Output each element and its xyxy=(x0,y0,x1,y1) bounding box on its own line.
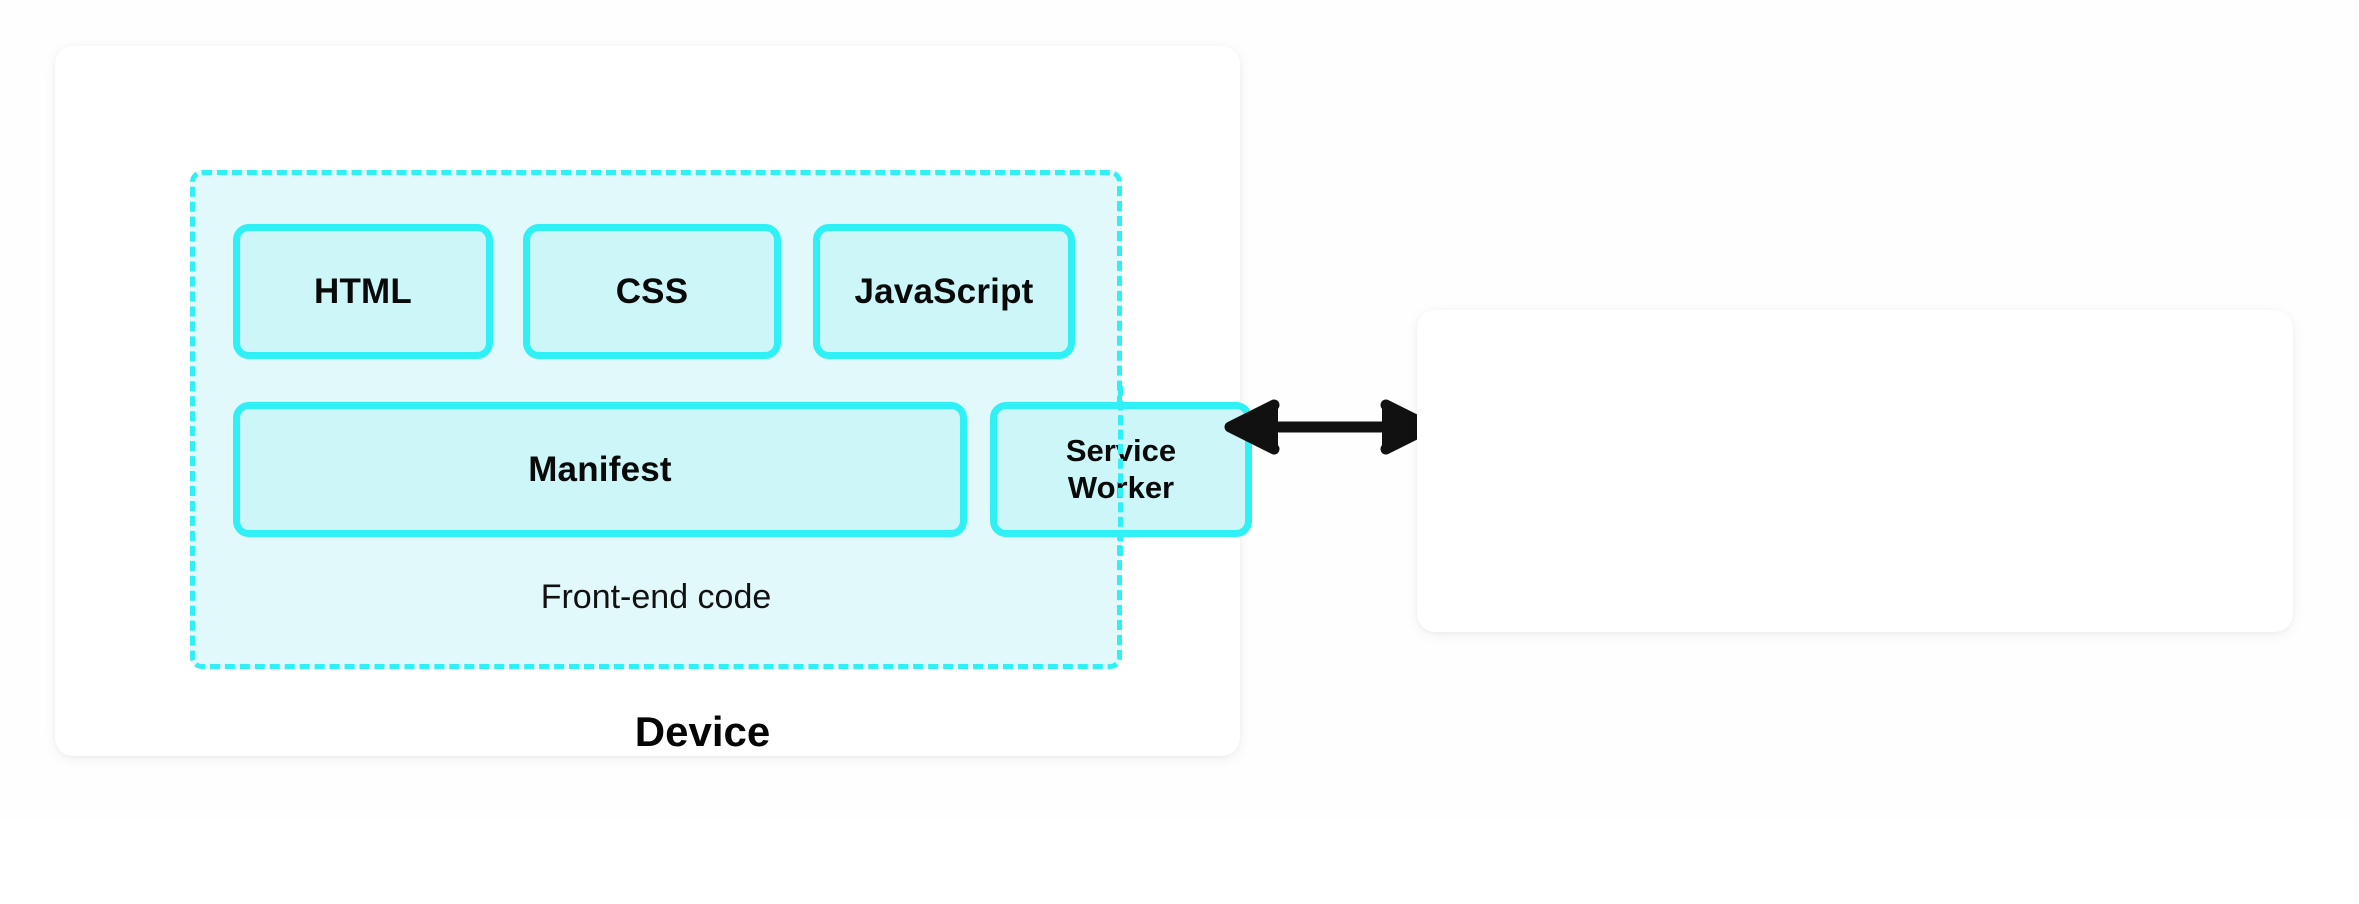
device-title: Device xyxy=(634,708,771,755)
javascript-box-label: JavaScript xyxy=(854,271,1034,311)
html-box-label: HTML xyxy=(314,271,412,311)
manifest-box-label: Manifest xyxy=(528,449,672,489)
bidirectional-arrow-icon xyxy=(1224,399,1436,455)
css-box-label: CSS xyxy=(615,271,689,311)
manifest-box[interactable]: Manifest xyxy=(233,402,967,537)
css-box[interactable]: CSS xyxy=(523,224,781,359)
html-box[interactable]: HTML xyxy=(233,224,493,359)
frontend-region-boundary-segment xyxy=(1118,386,1123,556)
web-server-card: Back-end code Web server xyxy=(1417,310,2293,632)
device-card: HTML CSS JavaScript Manifest Service Wor… xyxy=(55,46,1252,756)
javascript-box[interactable]: JavaScript xyxy=(813,224,1075,359)
diagram-canvas: HTML CSS JavaScript Manifest Service Wor… xyxy=(55,46,2293,756)
frontend-code-caption: Front-end code xyxy=(540,578,772,616)
